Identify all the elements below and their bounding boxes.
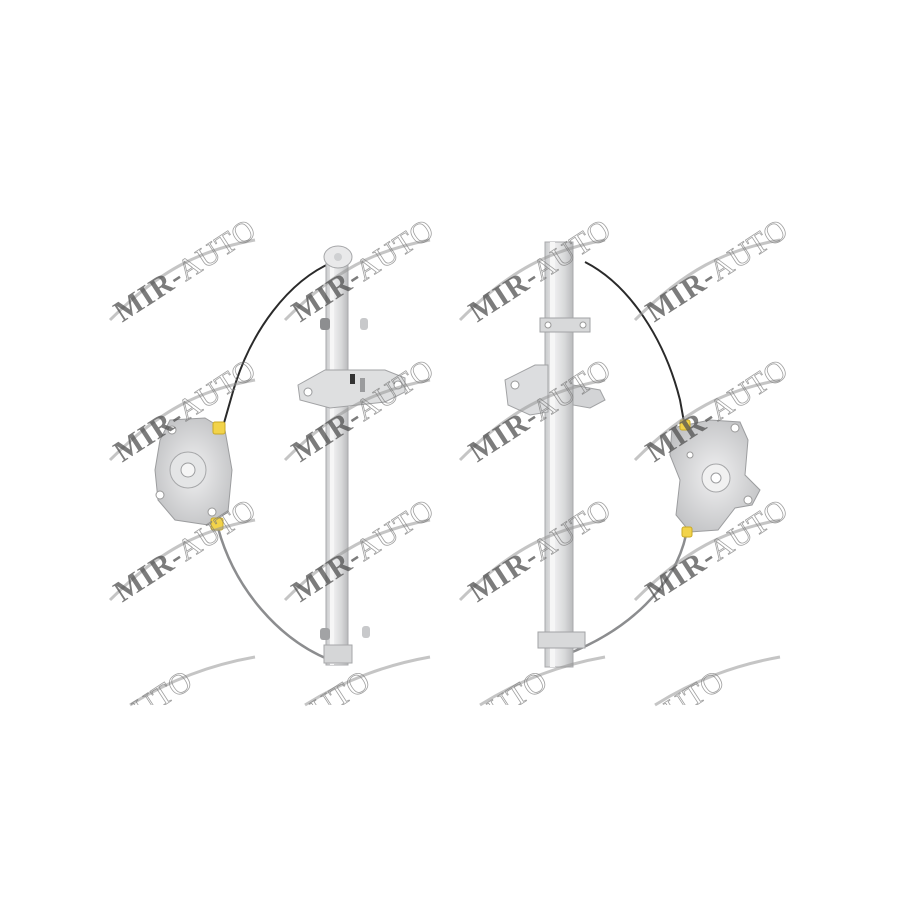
right-regulator [504, 241, 761, 668]
watermark-swooshes [108, 238, 781, 707]
left-regulator [154, 245, 406, 666]
